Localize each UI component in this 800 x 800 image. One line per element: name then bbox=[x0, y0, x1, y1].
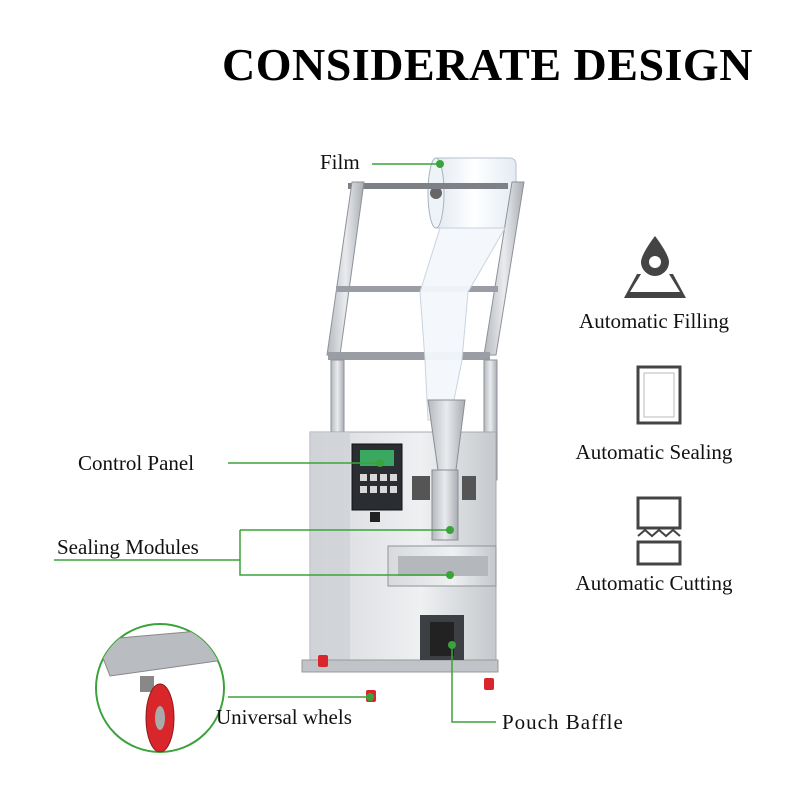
wheel-closeup bbox=[95, 623, 225, 753]
universal-wheels-label: Universal whels bbox=[216, 705, 352, 729]
water-drop-tray-icon bbox=[624, 236, 686, 298]
sealing-modules-label: Sealing Modules bbox=[57, 535, 199, 559]
sealed-pouch-icon bbox=[636, 365, 682, 425]
control-panel bbox=[351, 443, 403, 522]
feature-sealing-label: Automatic Sealing bbox=[575, 440, 733, 464]
pouch-baffle bbox=[420, 615, 464, 660]
callout-dots bbox=[366, 160, 456, 701]
cut-pouch-icon bbox=[636, 496, 682, 566]
film-label: Film bbox=[320, 150, 360, 174]
callout-lines bbox=[54, 163, 496, 723]
filling-funnel bbox=[412, 399, 476, 541]
feature-cutting-label: Automatic Cutting bbox=[575, 571, 733, 595]
page-title: CONSIDERATE DESIGN bbox=[222, 39, 753, 90]
control-panel-label: Control Panel bbox=[78, 451, 195, 475]
sealing-box bbox=[387, 545, 497, 587]
pouch-baffle-label: Pouch Baffle bbox=[502, 710, 624, 734]
film-roll bbox=[427, 157, 517, 229]
feature-filling-label: Automatic Filling bbox=[579, 309, 729, 333]
frame bbox=[326, 181, 525, 481]
